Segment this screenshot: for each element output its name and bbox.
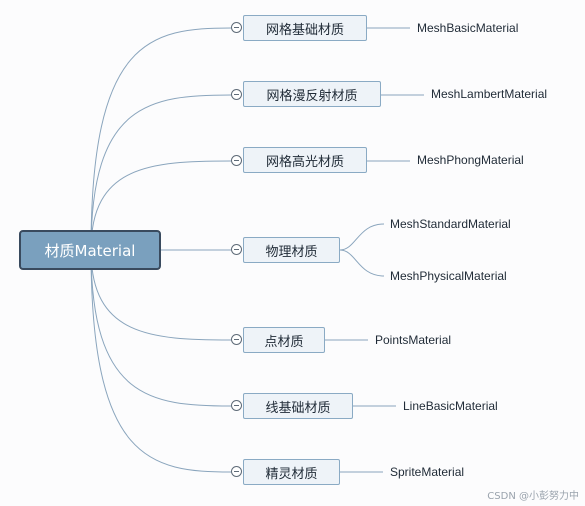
leaf-node-points-material[interactable]: PointsMaterial <box>375 333 452 347</box>
watermark-text: CSDN @小彭努力中 <box>487 491 579 502</box>
collapse-toggle-icon[interactable] <box>231 400 242 411</box>
branch-node-label: 网格漫反射材质 <box>266 88 358 104</box>
branch-node-sprite[interactable]: 精灵材质 <box>243 459 340 485</box>
leaf-node-mesh-basic-material[interactable]: MeshBasicMaterial <box>417 21 519 35</box>
branch-node-label: 点材质 <box>264 334 304 350</box>
branch-node-label: 物理材质 <box>265 244 318 260</box>
collapse-toggle-icon[interactable] <box>231 22 242 33</box>
branch-node-mesh-basic[interactable]: 网格基础材质 <box>243 15 367 41</box>
collapse-toggle-icon[interactable] <box>231 466 242 477</box>
root-to-branch-connector <box>90 160 232 251</box>
branch-node-label: 线基础材质 <box>265 400 331 416</box>
root-node-label: 材质Material <box>44 241 136 260</box>
root-node[interactable]: 材质Material <box>19 230 161 270</box>
branch-node-physical[interactable]: 物理材质 <box>243 237 340 263</box>
root-to-branch-connector <box>90 249 232 341</box>
branch-node-points[interactable]: 点材质 <box>243 327 325 353</box>
leaf-node-mesh-phong-material[interactable]: MeshPhongMaterial <box>417 153 524 167</box>
leaf-node-sprite-material[interactable]: SpriteMaterial <box>390 465 465 479</box>
root-to-branch-connector <box>90 249 232 473</box>
branch-node-label: 精灵材质 <box>265 466 318 482</box>
branch-node-mesh-phong[interactable]: 网格高光材质 <box>243 147 367 173</box>
branch-node-label: 网格高光材质 <box>265 154 344 170</box>
leaf-node-mesh-standard-material[interactable]: MeshStandardMaterial <box>390 217 511 231</box>
collapse-toggle-icon[interactable] <box>231 89 242 100</box>
root-to-branch-connector <box>90 249 232 407</box>
branch-node-mesh-lambert[interactable]: 网格漫反射材质 <box>243 81 381 107</box>
collapse-toggle-icon[interactable] <box>231 334 242 345</box>
branch-to-leaf-connector <box>339 249 385 277</box>
branch-to-leaf-connector <box>339 223 385 251</box>
root-to-branch-connector <box>90 94 232 251</box>
collapse-toggle-icon[interactable] <box>231 244 242 255</box>
leaf-node-mesh-physical-material[interactable]: MeshPhysicalMaterial <box>390 269 507 283</box>
collapse-toggle-icon[interactable] <box>231 155 242 166</box>
leaf-node-line-basic-material[interactable]: LineBasicMaterial <box>403 399 498 413</box>
root-to-branch-connector <box>90 27 232 251</box>
leaf-node-mesh-lambert-material[interactable]: MeshLambertMaterial <box>431 87 548 101</box>
branch-node-label: 网格基础材质 <box>265 22 344 38</box>
branch-node-line-basic[interactable]: 线基础材质 <box>243 393 353 419</box>
